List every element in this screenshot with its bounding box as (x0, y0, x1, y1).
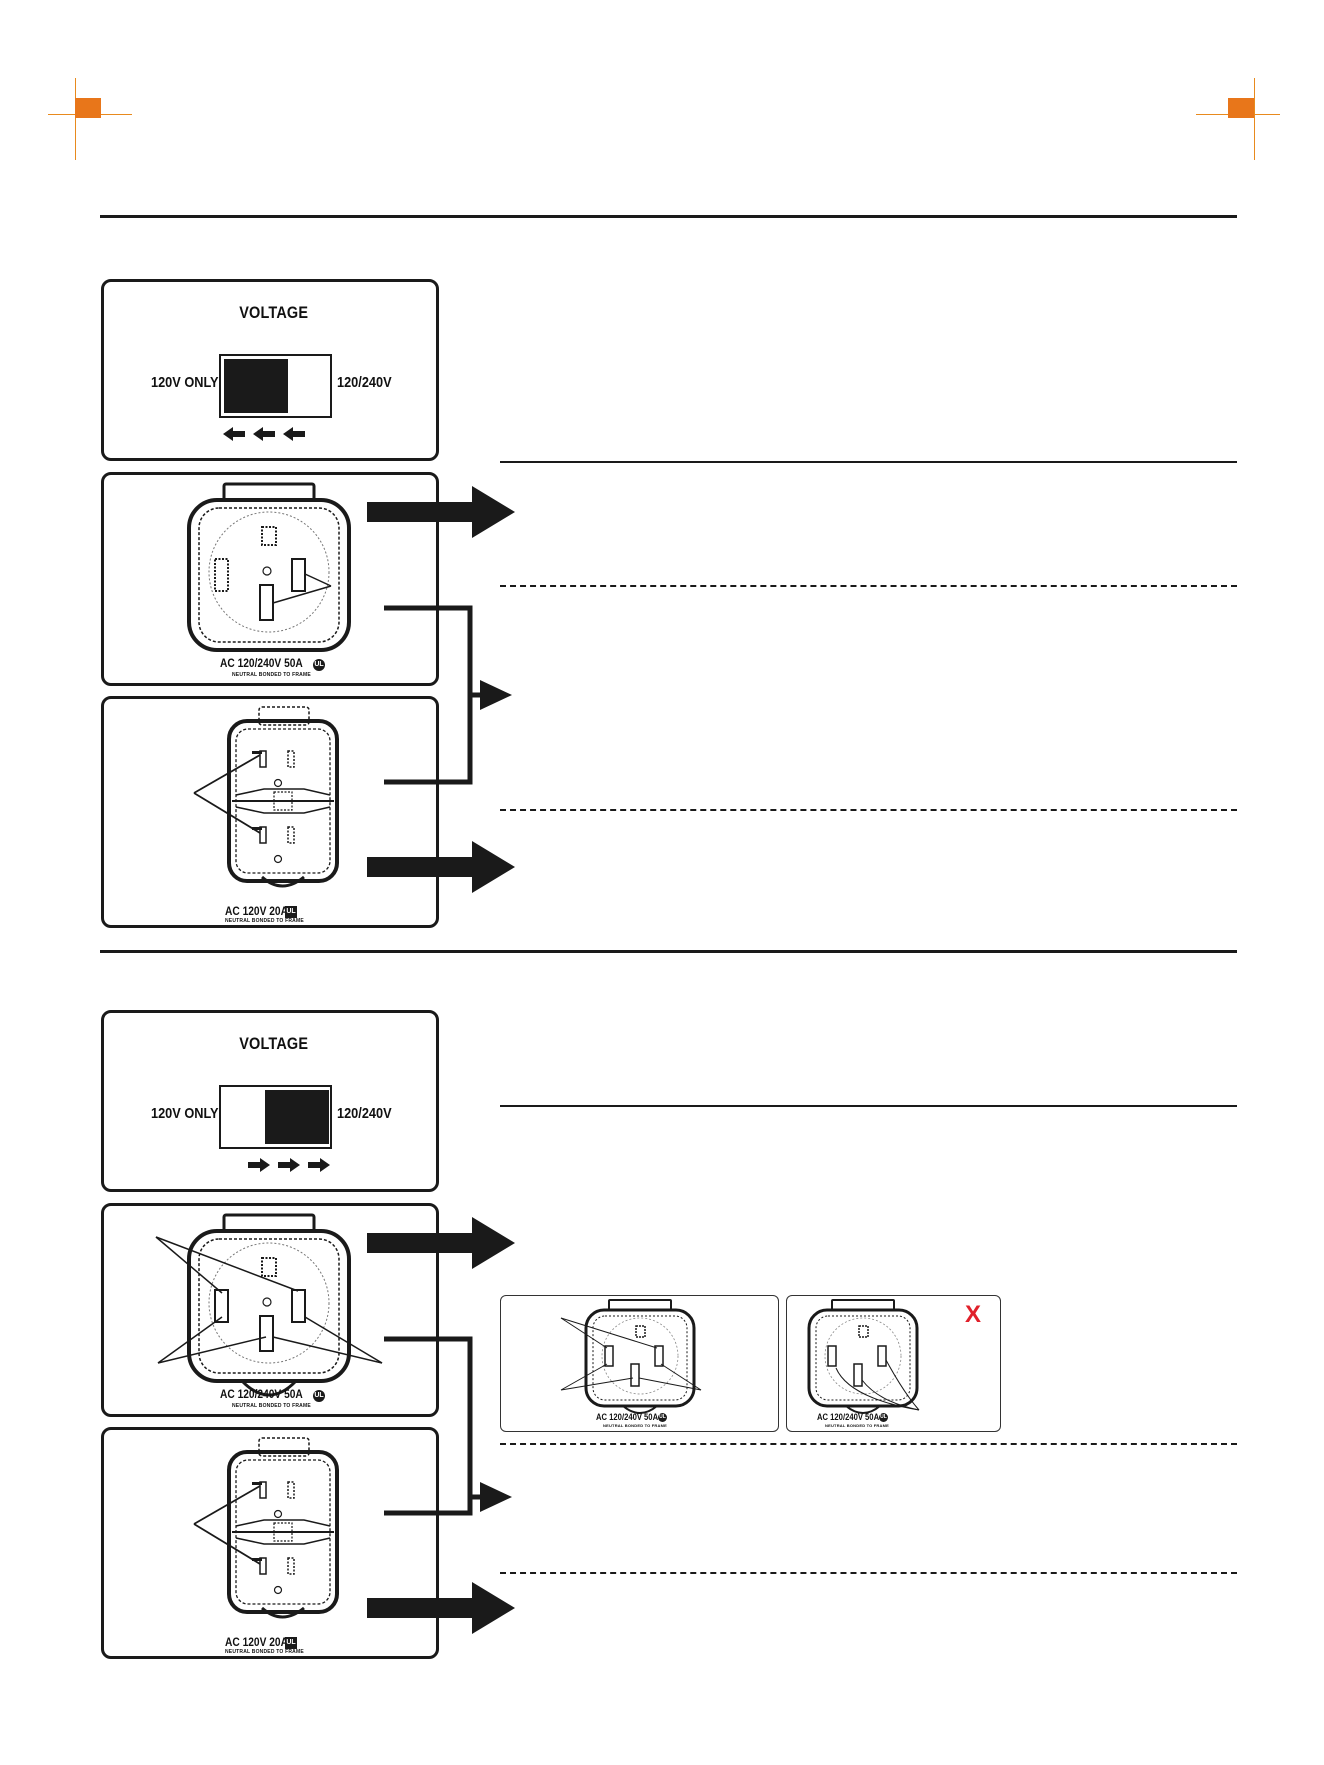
dashed-divider-2 (500, 809, 1237, 811)
receptacle-20a-icon (193, 1437, 339, 1619)
receptacle-50a-bonded: NEUTRAL BONDED TO FRAME (232, 672, 311, 678)
label-120-240v: 120/240V (337, 1105, 392, 1122)
switch-knob (265, 1090, 329, 1144)
section-1-rule (100, 215, 1237, 218)
ul-icon: UL (879, 1413, 888, 1422)
dashed-divider-4 (500, 1572, 1237, 1574)
divider-2 (500, 1105, 1237, 1107)
ul-icon: UL (285, 1637, 297, 1649)
dashed-divider-1 (500, 585, 1237, 587)
divider-1 (500, 461, 1237, 463)
ul-icon: UL (313, 1390, 325, 1402)
voltage-title: VOLTAGE (239, 303, 309, 322)
receptacle-50a-icon (155, 1213, 383, 1397)
receptacle-20a-bonded: NEUTRAL BONDED TO FRAME (225, 918, 304, 924)
section-2-rule (100, 950, 1237, 953)
dashed-divider-3 (500, 1443, 1237, 1445)
receptacle-50a-rating: AC 120/240V 50A (220, 656, 303, 670)
label-120-240v: 120/240V (337, 374, 392, 391)
voltage-title: VOLTAGE (239, 1034, 309, 1053)
receptacle-50a-icon (187, 482, 351, 652)
voltage-switch[interactable] (219, 1085, 332, 1149)
receptacle-20a-panel-2: AC 120V 20A NEUTRAL BONDED TO FRAME UL (101, 1427, 439, 1659)
receptacle-50a-bonded: NEUTRAL BONDED TO FRAME (232, 1403, 311, 1409)
section-1-arrows (367, 486, 515, 893)
voltage-panel-1: VOLTAGE 120V ONLY 120/240V (101, 279, 439, 461)
arrow-left-icons (223, 427, 305, 441)
example-wrong-bonded: NEUTRAL BONDED TO FRAME (825, 1423, 890, 1428)
section-2-arrows (367, 1217, 515, 1634)
receptacle-20a-bonded: NEUTRAL BONDED TO FRAME (225, 1649, 304, 1655)
wrong-x-icon: X (965, 1301, 982, 1328)
example-wrong-panel: X AC 120/240V 50A NEUTRAL BONDED TO FRAM… (786, 1295, 1001, 1432)
receptacle-50a-panel-1: AC 120/240V 50A NEUTRAL BONDED TO FRAME … (101, 472, 439, 686)
receptacle-20a-icon (193, 706, 339, 888)
example-wrong-icon (807, 1299, 920, 1414)
receptacle-20a-panel-1: AC 120V 20A NEUTRAL BONDED TO FRAME UL (101, 696, 439, 928)
example-correct-rating: AC 120/240V 50A (596, 1412, 659, 1422)
label-120v-only: 120V ONLY (151, 1105, 219, 1122)
voltage-switch[interactable] (219, 354, 332, 418)
ul-icon: UL (313, 659, 325, 671)
example-correct-icon (560, 1299, 702, 1414)
receptacle-20a-rating: AC 120V 20A (225, 1635, 288, 1649)
label-120v-only: 120V ONLY (151, 374, 219, 391)
switch-knob (224, 359, 288, 413)
receptacle-50a-rating: AC 120/240V 50A (220, 1387, 303, 1401)
example-wrong-rating: AC 120/240V 50A (817, 1412, 880, 1422)
ul-icon: UL (285, 906, 297, 918)
example-correct-panel: AC 120/240V 50A NEUTRAL BONDED TO FRAME … (500, 1295, 779, 1432)
arrow-right-icons (248, 1158, 330, 1172)
ul-icon: UL (658, 1413, 667, 1422)
receptacle-20a-rating: AC 120V 20A (225, 904, 288, 918)
example-correct-bonded: NEUTRAL BONDED TO FRAME (603, 1423, 668, 1428)
voltage-panel-2: VOLTAGE 120V ONLY 120/240V (101, 1010, 439, 1192)
